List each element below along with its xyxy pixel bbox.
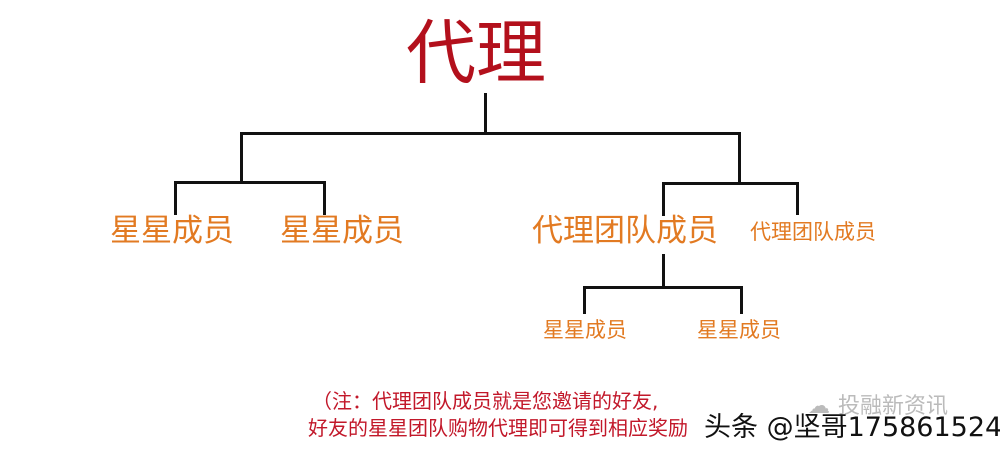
connector bbox=[740, 286, 743, 314]
connector bbox=[174, 181, 177, 215]
node-star-member-4: 星星成员 bbox=[697, 318, 781, 342]
connector bbox=[240, 132, 741, 135]
wechat-icon: ☁ bbox=[808, 394, 830, 419]
root-node-agent: 代理 bbox=[406, 12, 546, 94]
connector bbox=[240, 132, 243, 183]
note-line-2: 好友的星星团队购物代理即可得到相应奖励 bbox=[308, 416, 688, 440]
connector bbox=[662, 182, 665, 216]
connector bbox=[662, 182, 799, 185]
connector bbox=[583, 286, 743, 289]
connector bbox=[484, 93, 487, 135]
node-star-member-1: 星星成员 bbox=[110, 213, 234, 249]
node-star-member-2: 星星成员 bbox=[280, 213, 404, 249]
node-star-member-3: 星星成员 bbox=[543, 318, 627, 342]
wechat-watermark: ☁ 投融新资讯 bbox=[808, 396, 948, 418]
note-line-1: （注：代理团队成员就是您邀请的好友, bbox=[312, 389, 659, 413]
toutiao-watermark: 头条 @坚哥17586​1524 bbox=[704, 412, 1000, 443]
connector bbox=[796, 182, 799, 215]
connector bbox=[662, 254, 665, 288]
wechat-watermark-text: 投融新资讯 bbox=[838, 394, 949, 419]
node-agent-team-member-1: 代理团队成员 bbox=[532, 213, 718, 249]
connector bbox=[583, 286, 586, 314]
connector bbox=[323, 181, 326, 215]
node-agent-team-member-2: 代理团队成员 bbox=[750, 220, 876, 244]
connector bbox=[174, 181, 326, 184]
connector bbox=[738, 132, 741, 184]
